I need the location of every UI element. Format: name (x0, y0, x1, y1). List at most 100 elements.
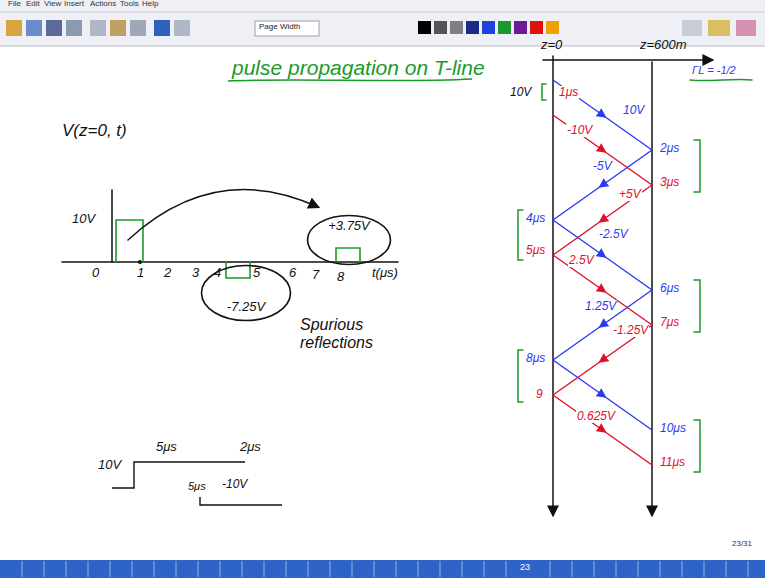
slide-title: pulse propagation on T-line (232, 56, 485, 79)
bounce-diagram (518, 56, 752, 515)
wave-amplitude: -1.25V (612, 324, 649, 337)
load-end-axis (651, 62, 653, 515)
incident-pulse (116, 220, 143, 262)
pen-color (450, 21, 463, 34)
time-label: 9 (536, 388, 543, 401)
reflected-pulse (336, 248, 360, 262)
z-axis (543, 59, 712, 61)
bracket (542, 84, 546, 100)
time-label: 7μs (660, 316, 679, 329)
time-label: 2μs (660, 142, 679, 155)
sketch-label: -10V (222, 478, 247, 491)
menu-item: View (44, 0, 61, 9)
y-axis (111, 190, 113, 262)
wave-ray (553, 290, 652, 360)
page-tab-dividers (22, 561, 748, 577)
tick-label: 8 (337, 270, 344, 284)
pen-color (514, 21, 527, 34)
x-axis (62, 261, 398, 263)
wave-ray (553, 80, 652, 150)
tick-label: 3 (192, 266, 199, 280)
bracket (518, 210, 523, 260)
toolbar-icon (174, 20, 190, 36)
circled-value: +3.75V (306, 214, 392, 266)
position-label: z=600m (640, 38, 687, 52)
pen-color (418, 21, 431, 34)
reflection-coefficient: ΓL = -1/2 (692, 64, 736, 76)
voltage-value: -7.25V (227, 300, 265, 314)
note: Spurious reflections (300, 316, 390, 351)
tick-label: 2 (164, 266, 171, 280)
wave-amplitude: -10V (566, 124, 593, 137)
menu-item: Actions (90, 0, 116, 9)
time-label: 5μs (526, 244, 545, 257)
pen-color (530, 21, 543, 34)
step-sketch (112, 462, 282, 505)
pen-color (434, 21, 447, 34)
sketch-label: 5μs (156, 440, 177, 454)
axis-unit: t(μs) (372, 266, 398, 280)
reflected-pulse (226, 262, 250, 278)
status-bar (0, 560, 765, 578)
toolbar-icon (154, 20, 170, 36)
pen-color (482, 21, 495, 34)
tick-label: 0 (92, 266, 99, 280)
time-label: 4μs (526, 212, 545, 225)
wave-amplitude: 1.25V (584, 300, 617, 313)
time-label: 6μs (660, 282, 679, 295)
menu-item: Insert (64, 0, 84, 9)
time-label: 1μs (558, 86, 579, 99)
circled-value: -7.25V (200, 264, 292, 322)
pen-color (546, 21, 559, 34)
toolbar-icon (26, 20, 42, 36)
toolbar-icon (66, 20, 82, 36)
position-label: z=0 (541, 38, 562, 52)
wave-amplitude: 10V (622, 104, 645, 117)
negative-step (200, 497, 282, 505)
wave-amplitude: -2.5V (598, 228, 629, 241)
wave-ray (553, 150, 652, 220)
sketch-label: 5μs (188, 480, 206, 492)
time-label: 3μs (660, 176, 679, 189)
red-wavefront (553, 115, 652, 465)
dropdown-text: Page Width (259, 23, 300, 32)
bracket (694, 140, 700, 192)
page-number: 23 (520, 563, 530, 573)
source-voltage: 10V (510, 86, 531, 99)
toolbar-icon (6, 20, 22, 36)
axis-value: 10V (72, 212, 95, 226)
page-counter: 23/31 (732, 540, 752, 549)
menu-divider (0, 12, 765, 13)
bracket (694, 420, 700, 472)
voltage-value: +3.75V (328, 219, 370, 233)
zoom-dropdown (255, 21, 319, 36)
wave-ray (553, 220, 652, 290)
wave-amplitude: -5V (592, 160, 613, 173)
annotation-arrow (128, 190, 318, 240)
wave-ray (553, 255, 652, 325)
wave-amplitude: 0.625V (576, 410, 616, 423)
wave-amplitude: +5V (618, 188, 642, 201)
bracket (518, 350, 523, 402)
menu-item: Help (142, 0, 158, 9)
green-brackets (518, 79, 752, 472)
sketch-label: 10V (98, 458, 121, 472)
ellipse-outline (202, 266, 291, 321)
time-label: 8μs (526, 352, 545, 365)
pen-color (466, 21, 479, 34)
pen-tool (682, 20, 702, 36)
bracket (690, 79, 752, 80)
toolbar-icon (90, 20, 106, 36)
wave-ray (553, 395, 652, 465)
ellipse-outline (308, 216, 391, 265)
tick-label: 1 (137, 266, 144, 280)
voltage-plot (62, 190, 398, 278)
wave-ray (553, 185, 652, 255)
wave-amplitude: 2.5V (568, 254, 595, 267)
time-label: 10μs (660, 422, 686, 435)
source-end-axis (552, 56, 554, 515)
tick-label: 6 (289, 266, 296, 280)
